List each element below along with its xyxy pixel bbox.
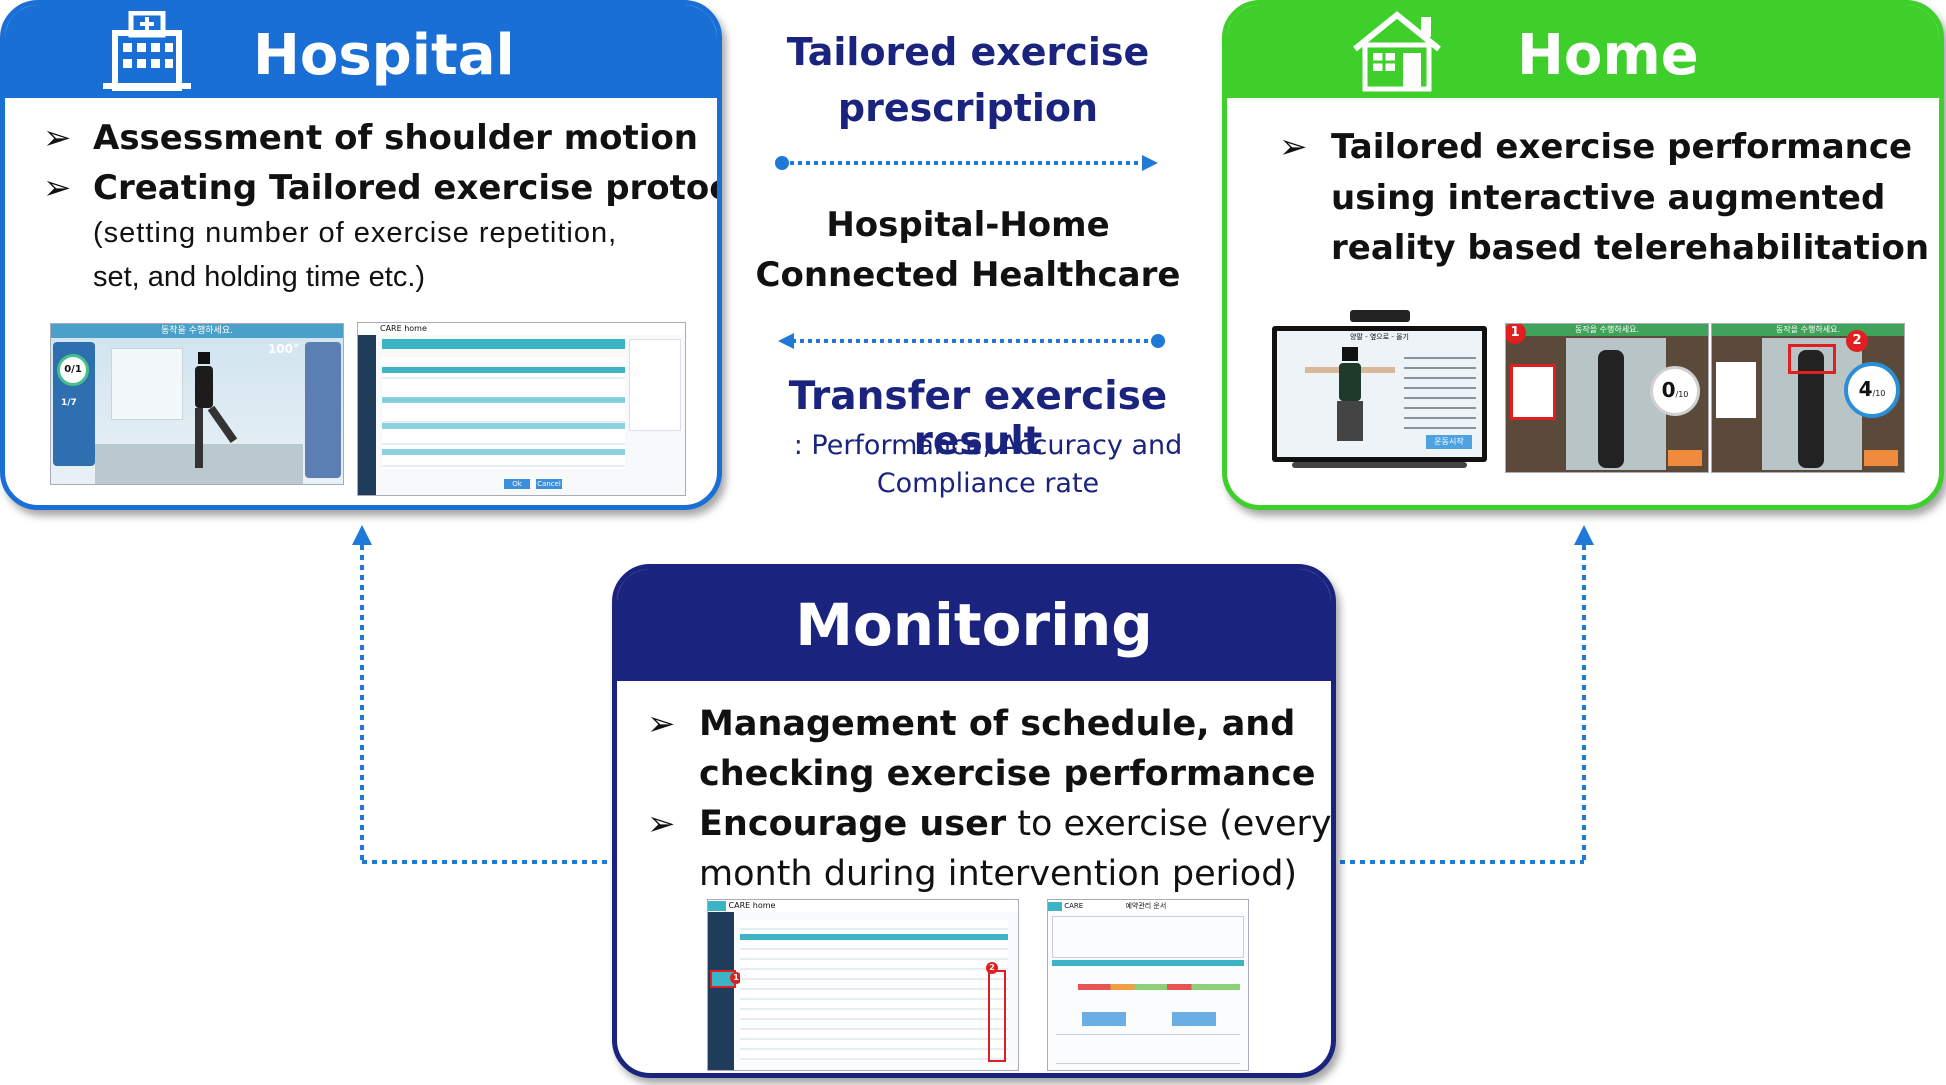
home-ar-score-2: 4/10 [1844,362,1900,418]
mon-table [740,920,1008,1062]
tv-camera [1350,310,1410,322]
care-titlebar: CARE home [358,323,685,335]
home-tv: 양팔 - 옆으로 - 올기 운동시작 [1272,310,1487,480]
arrow-bullet-icon: ➢ [43,118,72,158]
sched-timeline [1078,984,1240,990]
monitoring-bullet-1-line-2: checking exercise performance [699,754,1316,794]
arrow-bullet-icon: ➢ [647,804,676,844]
home-ar-score-1: 0/10 [1650,366,1700,416]
monitoring-bullet-2-line-2: month during intervention period) [699,854,1298,894]
home-ar-guide-2 [1716,362,1756,418]
mon-badge-2: 2 [986,962,998,974]
tv-person [1305,347,1395,452]
ar-counter: 0/1 [57,354,89,386]
care-side-form [629,339,681,431]
prescription-arrow [775,155,1158,171]
sched-chart [1056,1034,1240,1064]
care-sidebar [358,335,376,495]
transfer-sub-2: Compliance rate [876,468,1100,499]
ar-banner: 동작을 수행하세요. [51,324,343,338]
sched-profile [1052,916,1244,958]
care-toolbar [382,339,625,349]
monitoring-care-home-screenshot: CARE home 1 2 [707,899,1019,1071]
home-line-3: reality based telerehabilitation [1331,228,1930,268]
monitoring-header: Monitoring [617,569,1331,681]
transfer-arrow [778,333,1165,349]
hospital-detail-1: (setting number of exercise repetition, [93,217,618,249]
home-ar-person-2 [1798,350,1824,468]
home-ar-person-1 [1598,350,1624,468]
ar-set: 1/7 [61,398,77,408]
home-next-button-2[interactable] [1864,450,1898,466]
mon-titlebar: CARE home [708,900,1018,912]
hospital-panel: Hospital ➢ Assessment of shoulder motion… [0,0,722,510]
sched-bar [1052,960,1244,966]
prescription-label-1: Tailored exercise [786,30,1150,74]
prescription-label-2: prescription [837,86,1099,130]
sched-block-1 [1082,1012,1126,1026]
connected-label-2: Connected Healthcare [755,255,1181,295]
home-line-2: using interactive augmented [1331,178,1886,218]
care-table [382,357,625,469]
arrow-bullet-icon: ➢ [43,168,72,208]
ar-window [111,348,183,420]
tv-header: 양팔 - 옆으로 - 올기 [1349,333,1410,341]
care-cancel-button[interactable]: Cancel [536,479,562,489]
tv-start-button[interactable]: 운동시작 [1426,435,1472,449]
tv-screen: 양팔 - 옆으로 - 올기 운동시작 [1272,326,1487,462]
mon-check-column [988,970,1006,1062]
home-badge-2: 2 [1846,330,1868,352]
ar-right-panel [305,342,341,478]
sched-titlebar: CARE 예약관리 운서 [1048,900,1248,912]
hospital-ar-screenshot: 동작을 수행하세요. 0/1 1/7 100° [50,323,344,485]
mon-sidebar [708,912,734,1070]
tv-instructions [1404,349,1476,429]
ar-person [189,352,238,472]
monitoring-panel: Monitoring ➢ Management of schedule, and… [612,564,1336,1078]
hospital-header: Hospital [5,5,717,98]
care-ok-button[interactable]: Ok [504,479,530,489]
sched-block-2 [1172,1012,1216,1026]
ar-angle: 100° [267,342,299,356]
home-ar-screenshot-1: 동작을 수행하세요. 0/10 1 [1505,323,1709,473]
encourage-bold: Encourage user [699,804,1007,844]
hospital-care-app-screenshot: CARE home Ok Cancel [357,322,686,496]
house-icon [1349,9,1445,93]
transfer-sub-1: : Performance, Accuracy and [793,430,1183,461]
hospital-detail-2: set, and holding time etc.) [93,261,426,293]
monitoring-title: Monitoring [795,591,1153,659]
home-ar-screenshot-2: 동작을 수행하세요. 4/10 2 [1711,323,1905,473]
home-next-button-1[interactable] [1668,450,1702,466]
home-ar-banner-1: 동작을 수행하세요. [1506,324,1708,336]
arrow-bullet-icon: ➢ [647,704,676,744]
home-panel: Home ➢ Tailored exercise performance usi… [1222,0,1944,510]
home-badge-1: 1 [1506,324,1526,344]
home-title: Home [1517,23,1699,88]
encourage-rest: to exercise (every [1006,804,1332,844]
hospital-building-icon [101,10,193,92]
arrow-bullet-icon: ➢ [1279,127,1308,167]
home-ar-target-box [1788,344,1836,374]
home-header: Home [1227,5,1939,98]
mon-badge-1: 1 [730,972,742,984]
connected-label-1: Hospital-Home [826,205,1110,245]
tv-stand [1292,462,1467,468]
hospital-title: Hospital [253,23,515,88]
transfer-label: Transfer exercise result [788,374,1168,464]
monitoring-schedule-screenshot: CARE 예약관리 운서 [1047,899,1249,1071]
home-ar-guide-1 [1510,364,1556,420]
